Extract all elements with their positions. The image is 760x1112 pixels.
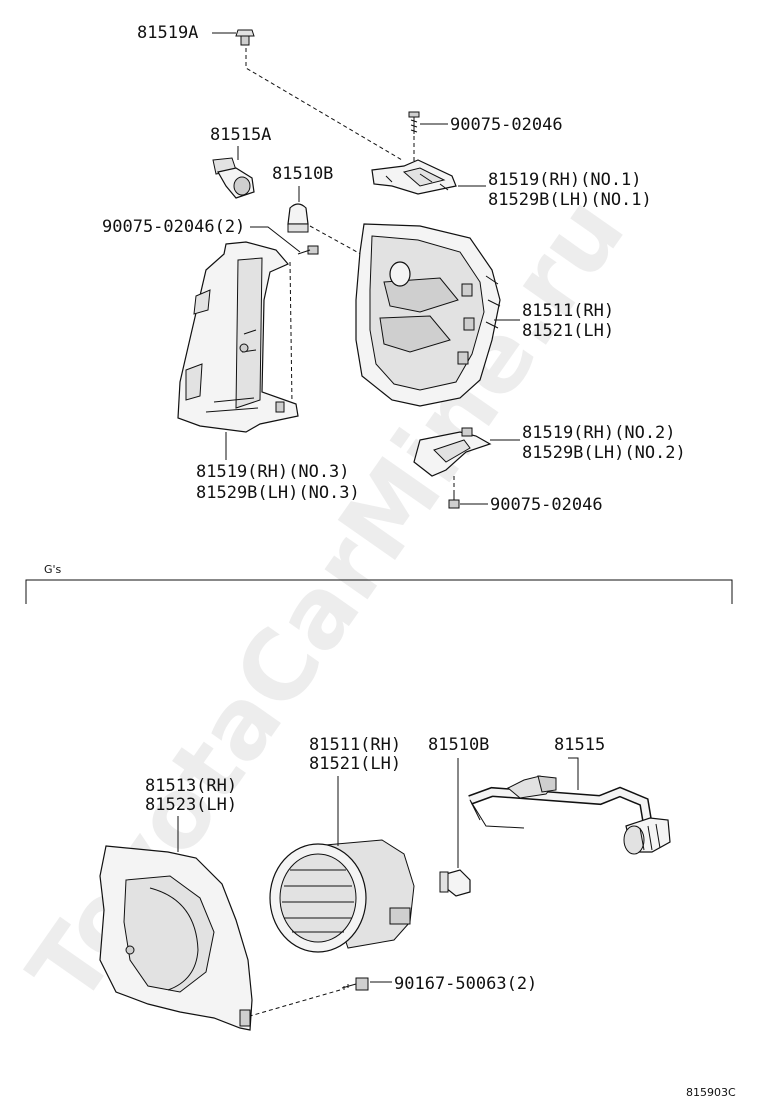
cover-81513 <box>99 845 253 1031</box>
label-81511-bot-rh: 81511(RH) <box>309 735 401 755</box>
bracket-no2 <box>413 427 492 477</box>
label-81519-no3-rh: 81519(RH)(NO.3) <box>196 462 350 482</box>
fog-lamp-housing-top <box>355 223 501 407</box>
label-90075-top: 90075-02046 <box>450 115 563 135</box>
label-81519a: 81519A <box>137 23 198 43</box>
label-81510b-top: 81510B <box>272 164 333 184</box>
section-bracket <box>25 579 733 604</box>
label-90167: 90167-50063(2) <box>394 974 537 994</box>
label-81529b-no3-lh: 81529B(LH)(NO.3) <box>196 483 360 503</box>
bracket-no1 <box>371 159 457 195</box>
label-81521-bot-lh: 81521(LH) <box>309 754 401 774</box>
screw-90167 <box>341 977 369 991</box>
label-81519-no1-rh: 81519(RH)(NO.1) <box>488 170 642 190</box>
socket-81515a <box>212 157 255 199</box>
screw-90075-2 <box>297 245 319 255</box>
label-81519-no2-rh: 81519(RH)(NO.2) <box>522 423 676 443</box>
label-81521-top-lh: 81521(LH) <box>522 321 614 341</box>
bulb-81510b-bottom <box>439 869 471 897</box>
bulb-81510b-top <box>287 203 309 233</box>
label-81515a: 81515A <box>210 125 271 145</box>
diagram-code: 815903C <box>686 1086 736 1099</box>
label-81529b-no1-lh: 81529B(LH)(NO.1) <box>488 190 652 210</box>
fog-lamp-round <box>269 839 415 953</box>
label-81515: 81515 <box>554 735 605 755</box>
clip-81519a <box>235 29 255 46</box>
screw-90075-top <box>408 111 420 134</box>
cover-no3 <box>177 241 299 433</box>
label-81523-lh: 81523(LH) <box>145 795 237 815</box>
screw-90075-bottom <box>448 494 460 509</box>
label-90075-bottom: 90075-02046 <box>490 495 603 515</box>
label-90075-2: 90075-02046(2) <box>102 217 245 237</box>
label-81510b-bottom: 81510B <box>428 735 489 755</box>
socket-wire-81515 <box>468 775 671 855</box>
section-label-gs: G's <box>44 563 62 576</box>
label-81529b-no2-lh: 81529B(LH)(NO.2) <box>522 443 686 463</box>
label-81511-top-rh: 81511(RH) <box>522 301 614 321</box>
label-81513-rh: 81513(RH) <box>145 776 237 796</box>
